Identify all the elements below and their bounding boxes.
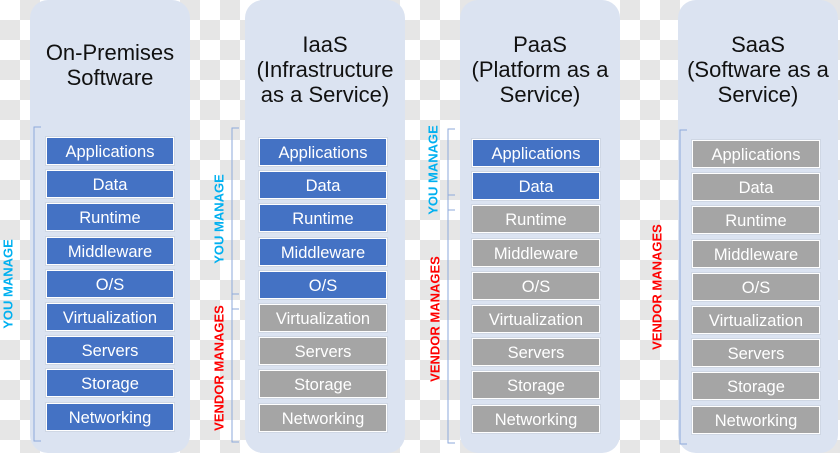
stack-layer-os: O/S (45, 269, 175, 299)
stack-layer-data: Data (691, 172, 821, 202)
stack-layer-applications: Applications (258, 137, 388, 167)
column-title-line: PaaS (513, 32, 567, 57)
stack-layer-networking: Networking (691, 405, 821, 435)
stack-layer-virtualization: Virtualization (691, 305, 821, 335)
stack-layer-networking: Networking (45, 402, 175, 432)
column-title-line: Service) (499, 82, 581, 107)
you-manage-bracket (231, 127, 239, 310)
stack-layer-middleware: Middleware (471, 238, 601, 268)
vendor-manages-text: VENDOR MANAGES (427, 256, 443, 382)
stack-layer-runtime: Runtime (691, 205, 821, 235)
stack-layer-middleware: Middleware (45, 236, 175, 266)
stack-layer-data: Data (471, 171, 601, 201)
column-title-line: SaaS (731, 32, 785, 57)
stack-layer-applications: Applications (691, 139, 821, 169)
stack-layer-servers: Servers (471, 337, 601, 367)
stack-layer-middleware: Middleware (258, 237, 388, 267)
stack-layer-virtualization: Virtualization (45, 302, 175, 332)
stack-layer-servers: Servers (691, 338, 821, 368)
you-manage-text: YOU MANAGE (425, 124, 441, 215)
column-title-line: On-Premises (45, 40, 175, 65)
stack-layer-data: Data (45, 169, 175, 199)
stack-layer-storage: Storage (258, 369, 388, 399)
stack-layer-data: Data (258, 170, 388, 200)
you-manage-text: YOU MANAGE (211, 173, 227, 264)
vendor-manages-text: VENDOR MANAGES (211, 305, 227, 431)
column-title-line: IaaS (302, 32, 348, 57)
stack-layer-virtualization: Virtualization (471, 304, 601, 334)
stack-layer-storage: Storage (471, 370, 601, 400)
column-title-line: as a Service) (260, 82, 390, 107)
stack-layer-os: O/S (691, 272, 821, 302)
stack-layer-storage: Storage (45, 368, 175, 398)
column-title-line: Service) (717, 82, 799, 107)
column-title-line: (Platform as a (471, 57, 609, 82)
you-manage-bracket (447, 128, 455, 211)
stack-layer-servers: Servers (258, 336, 388, 366)
column-title-line: Software (66, 65, 154, 90)
stack-layer-servers: Servers (45, 335, 175, 365)
stack-layer-networking: Networking (258, 403, 388, 433)
vendor-manages-bracket (447, 194, 455, 444)
vendor-manages-text: VENDOR MANAGES (649, 224, 665, 350)
column-title-line: (Software as a (687, 57, 829, 82)
stack-layer-networking: Networking (471, 404, 601, 434)
stack-layer-applications: Applications (45, 136, 175, 166)
stack-layer-storage: Storage (691, 371, 821, 401)
stack-layer-middleware: Middleware (691, 239, 821, 269)
stack-layer-virtualization: Virtualization (258, 303, 388, 333)
you-manage-text: YOU MANAGE (0, 239, 16, 329)
stack-layer-applications: Applications (471, 138, 601, 168)
stack-layer-os: O/S (471, 271, 601, 301)
stack-layer-os: O/S (258, 270, 388, 300)
column-title-line: (Infrastructure (256, 57, 394, 82)
stack-layer-runtime: Runtime (471, 204, 601, 234)
stack-layer-runtime: Runtime (258, 203, 388, 233)
stack-layer-runtime: Runtime (45, 202, 175, 232)
vendor-manages-bracket (231, 293, 239, 443)
